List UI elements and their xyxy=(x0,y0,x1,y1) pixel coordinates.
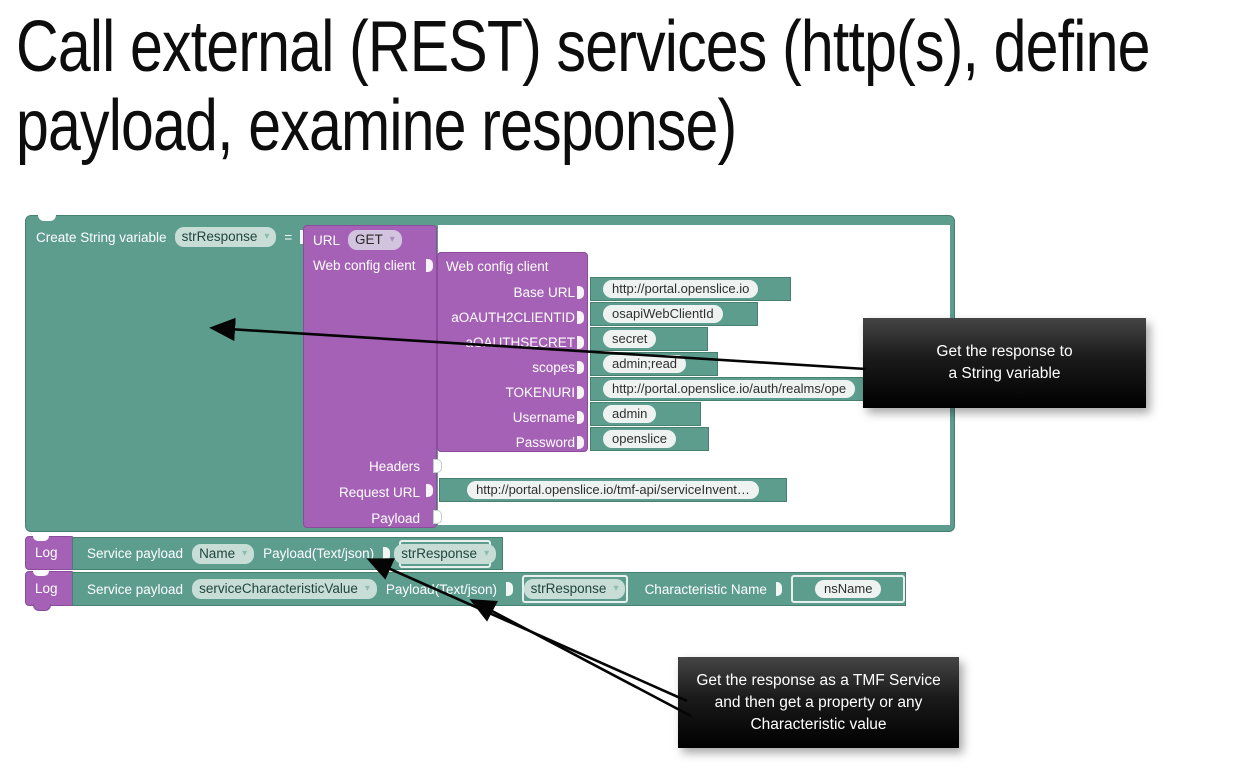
log1-top-notch xyxy=(33,536,49,541)
value-block-oauthsecret[interactable]: secret xyxy=(590,327,708,351)
log2-label: Log xyxy=(35,581,58,596)
service-payload-block-1[interactable]: Service payload Name Payload(Text/json) … xyxy=(72,537,503,570)
payload-input-label: Payload xyxy=(371,511,420,526)
arrow-to-log2 xyxy=(469,599,692,718)
log2-bottom-bump xyxy=(33,604,51,611)
socket-scopes xyxy=(577,361,584,374)
create-block-label: Create String variable xyxy=(36,229,167,245)
value-block-oauth2clientid[interactable]: osapiWebClientId xyxy=(590,302,758,326)
variable-dropdown[interactable]: strResponse xyxy=(174,227,277,247)
field-label-base-url: Base URL xyxy=(513,285,575,300)
variable-block-2[interactable]: strResponse xyxy=(521,575,628,603)
callout2-line2: and then get a property or any xyxy=(714,693,923,711)
web-config-client-input-label: Web config client xyxy=(313,258,416,273)
callout1-line2: a String variable xyxy=(948,365,1061,382)
page-title: Call external (REST) services (http(s), … xyxy=(16,8,1246,166)
field-label-oauth2clientid: aOAUTH2CLIENTID xyxy=(451,310,575,325)
variable-block-1[interactable]: strResponse xyxy=(394,539,497,568)
value-block-username[interactable]: admin xyxy=(590,402,701,426)
page-title-line2: payload, examine response) xyxy=(16,86,737,166)
url-block-header: URL GET xyxy=(313,230,402,250)
web-config-client-block[interactable]: Web config client Base URL aOAUTH2CLIENT… xyxy=(437,252,588,452)
request-url-socket xyxy=(426,484,433,497)
value-oauthsecret[interactable]: secret xyxy=(603,330,657,348)
socket-base-url xyxy=(577,286,584,299)
log1-label: Log xyxy=(35,545,58,560)
characteristic-value-input[interactable]: nsName xyxy=(815,580,882,598)
field-label-scopes: scopes xyxy=(532,360,575,375)
create-block-header: Create String variable strResponse = xyxy=(36,227,308,247)
property-dropdown-1[interactable]: Name xyxy=(192,543,255,564)
value-block-base-url[interactable]: http://portal.openslice.io xyxy=(590,277,791,301)
callout1-line1: Get the response to xyxy=(936,343,1073,360)
property-dropdown-2[interactable]: serviceCharacteristicValue xyxy=(192,579,377,599)
field-label-username: Username xyxy=(512,410,575,425)
url-block[interactable]: URL GET Web config client Headers Reques… xyxy=(303,225,442,528)
request-url-input-label: Request URL xyxy=(338,485,420,500)
value-request-url[interactable]: http://portal.openslice.io/tmf-api/servi… xyxy=(467,481,759,499)
value-block-request-url[interactable]: http://portal.openslice.io/tmf-api/servi… xyxy=(439,478,787,502)
log2-top-notch xyxy=(33,571,49,576)
characteristic-name-label: Characteristic Name xyxy=(644,581,767,597)
value-tokenuri[interactable]: http://portal.openslice.io/auth/realms/o… xyxy=(603,380,856,398)
payload-textjson-label-2: Payload(Text/json) xyxy=(385,581,497,597)
service-payload-label-1: Service payload xyxy=(87,546,184,561)
socket-username xyxy=(577,411,584,424)
payload-socket-2 xyxy=(505,582,513,596)
value-base-url[interactable]: http://portal.openslice.io xyxy=(603,280,759,298)
field-label-password: Password xyxy=(515,435,575,450)
variable-dropdown-1[interactable]: strResponse xyxy=(394,543,497,564)
socket-oauth2clientid xyxy=(577,311,584,324)
equals-sign: = xyxy=(284,229,293,245)
characteristic-value-block[interactable]: nsName xyxy=(791,575,905,603)
value-block-password[interactable]: openslice xyxy=(590,427,709,451)
callout-string-variable: Get the response to a String variable xyxy=(863,318,1146,408)
value-password[interactable]: openslice xyxy=(603,430,676,448)
variable-dropdown-2[interactable]: strResponse xyxy=(523,579,626,599)
headers-socket xyxy=(433,459,442,473)
value-oauth2clientid[interactable]: osapiWebClientId xyxy=(603,305,723,323)
field-label-oauthsecret: aOAUTHSECRET xyxy=(465,335,575,350)
web-config-client-socket xyxy=(426,259,433,272)
callout-tmf-service: Get the response as a TMF Service and th… xyxy=(678,657,959,748)
value-block-scopes[interactable]: admin;read xyxy=(590,352,718,376)
characteristic-socket xyxy=(775,582,783,596)
payload-socket xyxy=(433,510,442,524)
block-top-notch xyxy=(38,215,56,221)
payload-textjson-label-1: Payload(Text/json) xyxy=(263,546,375,561)
value-scopes[interactable]: admin;read xyxy=(603,355,687,373)
socket-oauthsecret xyxy=(577,336,584,349)
field-label-tokenuri: TOKENURI xyxy=(505,385,575,400)
http-method-dropdown[interactable]: GET xyxy=(348,230,402,250)
headers-input-label: Headers xyxy=(368,459,420,474)
socket-password xyxy=(577,436,584,449)
value-block-tokenuri[interactable]: http://portal.openslice.io/auth/realms/o… xyxy=(590,377,881,401)
socket-tokenuri xyxy=(577,386,584,399)
log-block-2[interactable]: Log xyxy=(25,571,81,611)
value-username[interactable]: admin xyxy=(603,405,657,423)
service-payload-label-2: Service payload xyxy=(87,581,184,597)
callout2-line3: Characteristic value xyxy=(750,715,887,733)
log-block-1[interactable]: Log xyxy=(25,536,81,570)
url-label: URL xyxy=(313,232,341,248)
page-title-line1: Call external (REST) services (http(s), … xyxy=(16,7,1150,87)
service-payload-block-2[interactable]: Service payload serviceCharacteristicVal… xyxy=(72,572,906,606)
payload-socket-1 xyxy=(383,546,391,561)
callout2-line1: Get the response as a TMF Service xyxy=(696,671,941,689)
web-config-client-title: Web config client xyxy=(446,259,549,274)
